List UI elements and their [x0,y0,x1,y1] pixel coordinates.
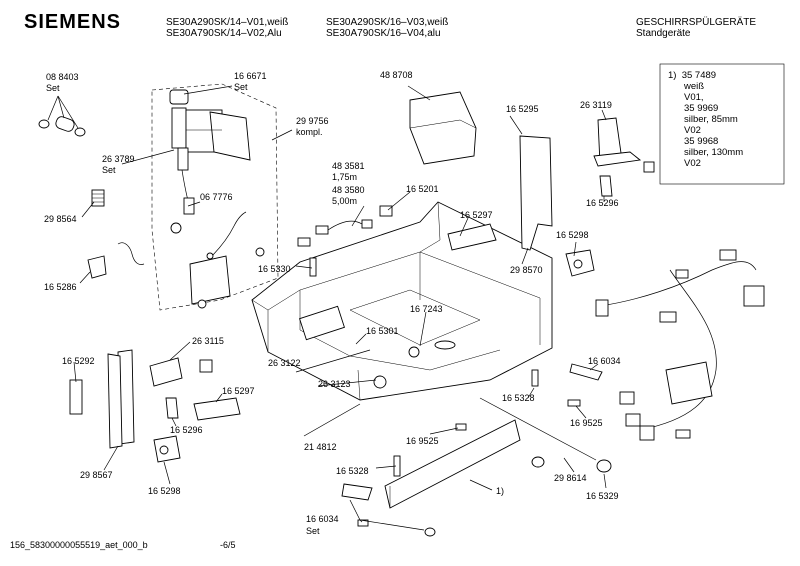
part-label: 48 8708 [380,70,413,80]
footnote-line-4: 35 9969 [684,103,719,114]
part-label: kompl. [296,127,323,137]
part-label: Set [234,82,248,92]
part-label: Set [102,165,116,175]
part-label: 16 5292 [62,356,95,366]
part-label: 21 4812 [304,442,337,452]
footnote-line-9: V02 [684,158,701,169]
part-label: 16 5328 [502,393,535,403]
footnote-line-5: silber, 85mm [684,114,738,125]
part-label: 16 6034 [306,514,339,524]
part-label: 16 9525 [406,436,439,446]
footnote-line-3: V01, [684,92,704,103]
footnote-line-1: 1) 35 7489 [668,70,717,81]
part-label: 16 5296 [170,425,203,435]
category-title: GESCHIRRSPÜLGERÄTE [636,17,757,28]
part-label: 29 8567 [80,470,113,480]
model-line-3: SE30A290SK/16–V03,weiß [326,17,449,28]
part-label: 16 6671 [234,71,267,81]
part-label: Set [306,526,320,536]
assembly-outline [151,83,279,311]
part-label: 16 6034 [588,356,621,366]
plinth-panel [384,419,521,509]
part-label: 16 9525 [570,418,603,428]
footnote-line-2: weiß [684,81,705,92]
part-label: 26 3119 [580,100,612,110]
part-label: 16 5201 [406,184,439,194]
part-label: 5,00m [332,196,358,206]
part-label: 26 3789 [102,154,135,164]
part-label: 16 5297 [460,210,493,220]
model-line-2: SE30A790SK/14–V02,Alu [166,28,282,39]
base-frame [251,201,553,401]
footnote-line-8: silber, 130mm [684,147,744,158]
footnote-line-7: 35 9968 [684,136,719,147]
part-label: 48 3581 [332,161,365,171]
part-label: 26 3115 [192,336,224,346]
part-label: 16 7243 [410,304,443,314]
part-label: 48 3580 [332,185,365,195]
footnote-box [659,63,785,185]
part-label: 16 5301 [366,326,399,336]
footnote-line-6: V02 [684,125,701,136]
part-label: 1) [496,486,505,496]
part-label: 16 5297 [222,386,255,396]
part-label: 26 3122 [268,358,301,368]
part-label: 16 5298 [148,486,181,496]
part-label: 16 5296 [586,198,619,208]
category-subtitle: Standgeräte [636,28,691,39]
page-number: -6/5 [220,540,236,550]
part-label: 16 5295 [506,104,539,114]
part-label: Set [46,83,60,93]
part-label: 06 7776 [200,192,233,202]
model-line-4: SE30A790SK/16–V04,alu [326,28,441,39]
part-label: 16 5286 [44,282,77,292]
brand-logo: SIEMENS [24,11,122,33]
part-label: 26 3123 [318,379,351,389]
part-label: 16 5329 [586,491,619,501]
model-line-1: SE30A290SK/14–V01,weiß [166,17,289,28]
small-parts [38,91,765,537]
part-label: 1,75m [332,172,358,182]
part-label: 29 8564 [44,214,77,224]
part-label: 29 8614 [554,473,587,483]
part-label: 29 9756 [296,116,329,126]
part-label: 16 5298 [556,230,589,240]
part-label: 08 8403 [46,72,79,82]
leader-lines [47,85,607,531]
part-label: 29 8570 [510,265,543,275]
part-label: 16 5330 [258,264,291,274]
doc-id: 156_58300000055519_aet_000_b [10,540,148,550]
part-label: 16 5328 [336,466,369,476]
